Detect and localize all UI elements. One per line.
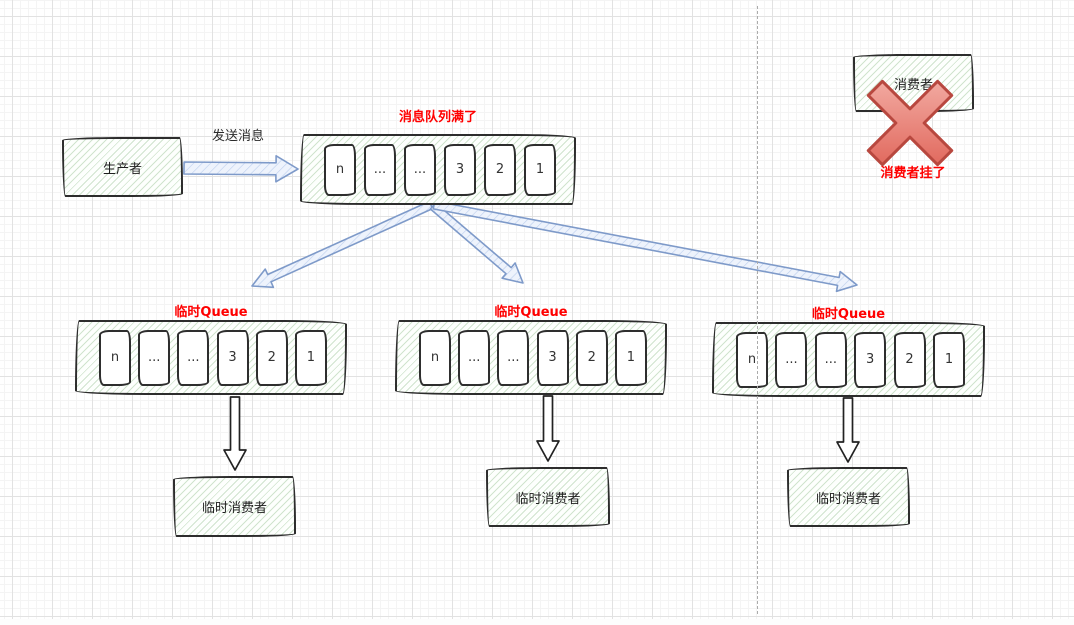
queue-cell[interactable]: n: [99, 329, 131, 386]
send-edge-label[interactable]: 发送消息: [211, 129, 264, 144]
temp-consumer-label-3: 临时消费者: [815, 491, 881, 507]
queue-cell[interactable]: 2: [484, 143, 516, 196]
queue-cell[interactable]: 2: [575, 329, 608, 386]
queue-cell[interactable]: 3: [854, 331, 887, 388]
temp-queue-title-3[interactable]: 临时Queue: [811, 307, 886, 322]
page-boundary-divider: [757, 6, 758, 614]
queue-cell[interactable]: 1: [614, 329, 647, 386]
producer-label: 生产者: [102, 161, 142, 177]
queue-cell[interactable]: ...: [138, 329, 171, 386]
fan-arrow-left[interactable]: [251, 200, 434, 289]
consumer-dead-status[interactable]: 消费者挂了: [880, 166, 946, 181]
queue-cell[interactable]: 1: [524, 143, 556, 196]
temp-consumer-label-2: 临时消费者: [515, 491, 581, 507]
node-temp-consumer-2[interactable]: 临时消费者: [486, 467, 610, 527]
fan-arrow-right[interactable]: [432, 200, 858, 293]
queue-cell[interactable]: n: [736, 331, 768, 388]
failure-x-icon[interactable]: [841, 54, 980, 193]
down-arrow-left[interactable]: [223, 396, 247, 471]
queue-cell[interactable]: ...: [364, 143, 396, 196]
queue-cell[interactable]: ...: [404, 143, 436, 196]
queue-cell[interactable]: n: [324, 143, 356, 196]
node-temp-consumer-1[interactable]: 临时消费者: [173, 476, 296, 537]
queue-cell[interactable]: ...: [497, 329, 530, 386]
node-producer[interactable]: 生产者: [62, 137, 183, 197]
send-arrow[interactable]: [183, 155, 299, 183]
queue-cell[interactable]: ...: [775, 331, 808, 388]
node-temp-consumer-3[interactable]: 临时消费者: [787, 467, 910, 527]
fan-arrow-middle[interactable]: [429, 202, 524, 284]
temp-queue-title-2[interactable]: 临时Queue: [494, 305, 568, 320]
queue-cell[interactable]: ...: [458, 329, 491, 386]
queue-cell[interactable]: 2: [893, 331, 926, 388]
temp-queue-title-1[interactable]: 临时Queue: [174, 305, 248, 320]
queue-cell[interactable]: 1: [294, 329, 327, 386]
down-arrow-right[interactable]: [836, 397, 860, 463]
temp-consumer-label-1: 临时消费者: [201, 501, 267, 516]
queue-cell[interactable]: 1: [932, 331, 965, 388]
main-queue-title[interactable]: 消息队列满了: [398, 110, 477, 125]
queue-cell[interactable]: n: [419, 329, 451, 386]
canvas-edge: [0, 619, 1074, 625]
queue-cell[interactable]: 3: [536, 329, 569, 386]
down-arrow-middle[interactable]: [536, 395, 560, 462]
queue-cell[interactable]: 3: [216, 329, 249, 386]
queue-cell[interactable]: 3: [444, 143, 476, 196]
queue-cell[interactable]: ...: [177, 329, 210, 386]
consumer-label: 消费者: [893, 77, 933, 93]
queue-cell[interactable]: ...: [814, 331, 847, 388]
queue-cell[interactable]: 2: [255, 329, 288, 386]
